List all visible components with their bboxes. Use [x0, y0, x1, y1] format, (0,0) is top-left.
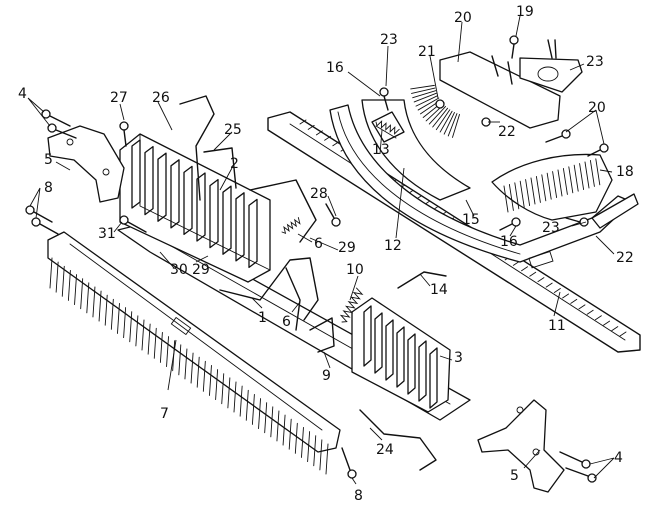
label-2: 2: [230, 156, 239, 172]
label-21: 23: [586, 54, 604, 70]
part-key-block-3: [351, 297, 451, 413]
label-11: 11: [548, 318, 566, 334]
label-6-right: 6: [282, 314, 291, 330]
label-5-right: 5: [510, 468, 519, 484]
part-comb-bar-7: [47, 231, 341, 475]
label-18-top: 19: [516, 4, 534, 20]
label-14: 14: [430, 282, 448, 298]
label-1: 1: [258, 310, 267, 326]
screw-28: [325, 203, 341, 227]
screw-8-right: [341, 447, 357, 479]
label-26: 26: [152, 90, 170, 106]
label-4-left: 4: [18, 86, 27, 102]
screw-23-top: [379, 87, 389, 111]
label-17: 18: [616, 164, 634, 180]
part-frame-22: [329, 104, 639, 269]
label-24: 24: [376, 442, 394, 458]
screw-4-right-b: [565, 467, 597, 483]
label-27: 27: [110, 90, 128, 106]
screw-8-left-b: [31, 217, 59, 235]
label-15: 15: [462, 212, 480, 228]
label-19: 20: [454, 10, 472, 26]
part-type-sector-17: [491, 153, 613, 221]
screw-20: [435, 99, 491, 127]
reference-numerals: 4 5 8 27 26 25 2 31 30 29 1 6 29 28 6 9 …: [18, 4, 634, 504]
part-end-bracket-5-left: [47, 125, 125, 203]
label-22: 22: [616, 250, 634, 266]
screw-23-right: [565, 217, 589, 227]
label-23-top: 23: [380, 32, 398, 48]
leader-lines: [27, 15, 615, 485]
label-5-left: 5: [44, 152, 53, 168]
label-20-b: 22: [498, 124, 516, 140]
part-spring-13: [375, 120, 400, 135]
label-20-a: 21: [418, 44, 436, 60]
label-7: 7: [160, 406, 169, 422]
label-23-right: 23: [542, 220, 560, 236]
label-4-right: 4: [614, 450, 623, 466]
part-spring-29: [281, 217, 301, 235]
label-31: 31: [98, 226, 116, 242]
label-12: 12: [384, 238, 402, 254]
part-levers: [179, 95, 447, 353]
label-29-right: 29: [338, 240, 356, 256]
label-25: 25: [224, 122, 242, 138]
label-29-left: 29: [192, 262, 210, 278]
screw-27: [119, 121, 129, 147]
label-18-right: 20: [588, 100, 606, 116]
part-spring-10: [339, 287, 364, 323]
screw-18-b: [587, 143, 609, 157]
label-9: 9: [322, 368, 331, 384]
label-8-right: 8: [354, 488, 363, 504]
label-6-left: 6: [314, 236, 323, 252]
label-16-top: 16: [326, 60, 344, 76]
label-16-right: 16: [500, 234, 518, 250]
label-10: 10: [346, 262, 364, 278]
label-28: 28: [310, 186, 328, 202]
screw-18-top: [509, 35, 519, 59]
part-key-block-2: [119, 133, 271, 283]
label-13: 13: [372, 142, 390, 158]
screw-4-left-a: [41, 109, 71, 127]
screw-16-right: [499, 217, 521, 231]
screw-18-right: [545, 129, 571, 143]
part-bracket-19: [439, 39, 583, 129]
label-3: 3: [454, 350, 463, 366]
label-8-left: 8: [44, 180, 53, 196]
part-end-bracket-5-right: [477, 399, 565, 493]
label-30: 30: [170, 262, 188, 278]
screw-4-right-a: [559, 451, 591, 469]
screws: [25, 35, 609, 483]
